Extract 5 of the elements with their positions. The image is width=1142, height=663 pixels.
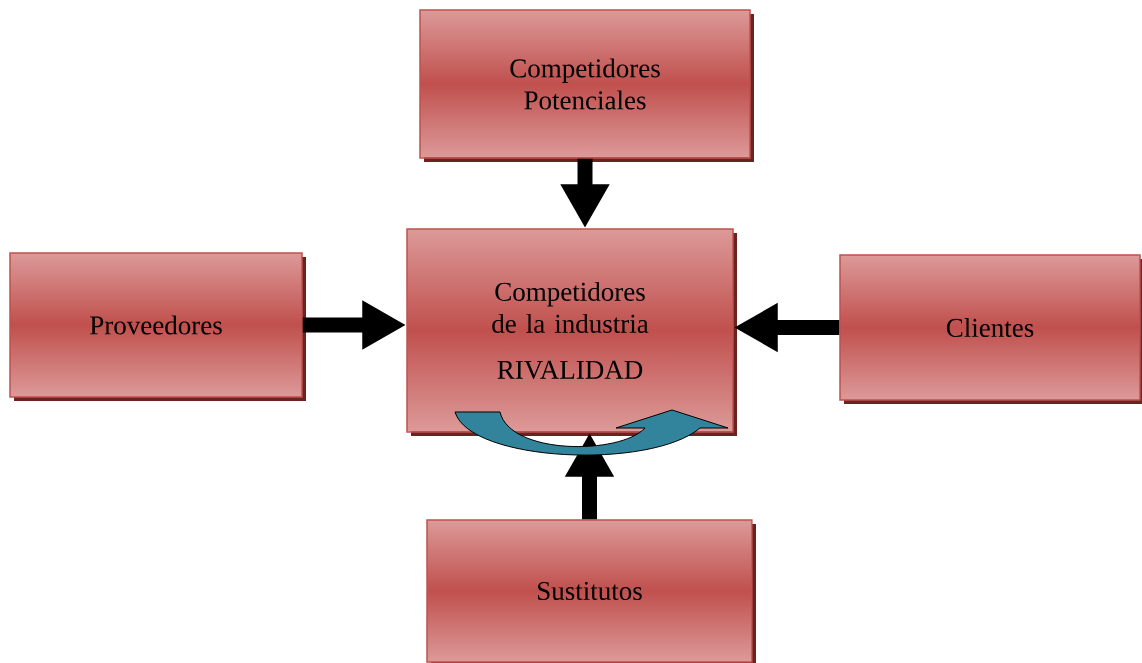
process-box: Competidores Potenciales: [419, 9, 754, 162]
process-box: Proveedores: [9, 252, 306, 401]
process-box: Clientes: [839, 254, 1142, 404]
process-box: Sustitutos: [426, 519, 756, 663]
process-box: Competidores de la industria RIVALIDAD: [406, 228, 737, 436]
